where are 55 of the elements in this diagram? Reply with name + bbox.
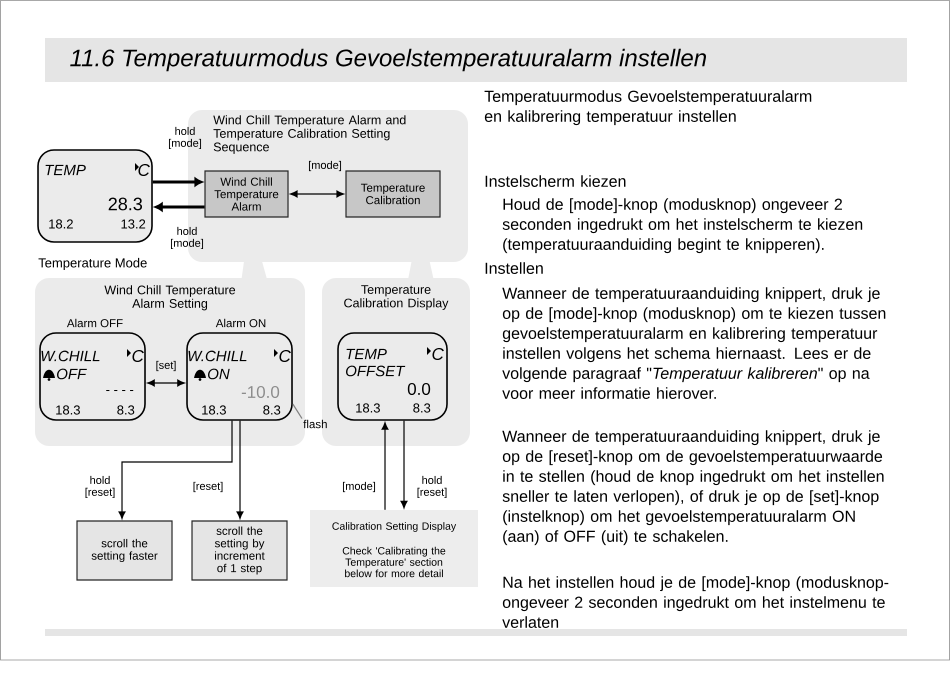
- arrow: [400, 420, 408, 508]
- arrow: [236, 420, 244, 519]
- node-label: ON: [208, 368, 230, 380]
- paragraph: Instelscherm kiezen: [486, 175, 626, 187]
- process-box: scroll the setting faster: [76, 520, 173, 581]
- edge-label: hold [mode]: [168, 126, 202, 150]
- arrow: [147, 380, 185, 386]
- node-label: 13.2: [121, 219, 146, 229]
- node-label: C: [138, 164, 150, 176]
- process-box: Wind Chill Temperature Alarm: [204, 170, 289, 218]
- paragraph: Wanneer de temperatuuraanduiding knippert, druk je op de [reset]-knop om de gevoelstemperatuurwaarde in te stellen (houd de knop ingedrukt om het instellen sneller te laten verlopen), of druk je op de [set]-knop (instelknop) om het gevoelstemperatuuralarm ON (aan) of OFF (uit) te schakelen.: [502, 430, 884, 546]
- node-label: 18.3: [56, 405, 80, 415]
- paragraph: Temperatuurmodus Gevoelstemperatuuralarm en kalibrering temperatuur instellen: [484, 90, 812, 126]
- node-label: 18.3: [202, 405, 226, 415]
- node-label: C: [132, 350, 144, 362]
- edge-label: [mode]: [342, 482, 376, 492]
- node-label: 8.3: [263, 405, 280, 415]
- arrow: [154, 202, 204, 212]
- lcd-screen: W.CHILL C OFF - - - - 18.3 8.3: [39, 332, 146, 421]
- edge-label: hold [reset]: [418, 476, 446, 498]
- arrow: [290, 190, 344, 198]
- process-box: Temperature Calibration: [345, 170, 441, 218]
- arrow: [152, 178, 202, 186]
- lcd-screen: W.CHILL C ON -10.0 18.3 8.3: [186, 332, 293, 421]
- paragraph: Houd de [mode]-knop (modusknop) ongeveer 2 seconden ingedrukt om het instelscherm te kiezen (temperatuuraanduiding begint te knipperen).: [502, 198, 862, 254]
- leader-line: [292, 404, 303, 419]
- edge-label: hold [reset]: [86, 476, 114, 498]
- paragraph: Instellen: [486, 262, 543, 274]
- node-label: 8.3: [117, 405, 134, 415]
- edge-label: [set]: [156, 360, 176, 372]
- node-label: W.CHILL: [42, 350, 100, 362]
- edge-label: hold [mode]: [170, 226, 204, 250]
- node-label: 18.2: [49, 219, 73, 229]
- edge-label: [mode]: [308, 160, 342, 172]
- paragraph: Wanneer de temperatuuraanduiding knippert, druk je op de [mode]-knop (modusknop) om te kiezen tussen gevoelstemperatuuralarm en kalibrering temperatuur instellen volgens het schema hiernaast. Lees er de volgende paragraaf "Temperatuur kalibreren" op na voor meer informatie hierover.: [502, 287, 886, 399]
- process-box: scroll the setting by increment of 1 step: [191, 520, 288, 581]
- arrow: [382, 422, 388, 510]
- edge-label: [reset]: [194, 482, 222, 492]
- node-label: - - - -: [106, 390, 134, 392]
- node-label: W.CHILL: [188, 350, 246, 362]
- node-label: C: [279, 350, 291, 362]
- flash-label: flash: [303, 420, 327, 428]
- node-label: OFF: [57, 368, 87, 380]
- display-label: Alarm OFF: [66, 318, 123, 328]
- node-label: 28.3: [108, 198, 142, 210]
- node-label: -10.0: [242, 386, 280, 398]
- lcd-screen: TEMP C 28.3 18.2 13.2: [37, 149, 153, 243]
- display-label: Temperature Mode: [38, 258, 147, 270]
- lcd-screen: TEMP C OFFSET 0.0 18.3 8.3: [337, 332, 448, 421]
- paragraph: Na het instellen houd je de [mode]-knop (modusknop- ongeveer 2 seconden ingedrukt om het instelmenu te verlaten: [502, 576, 888, 628]
- note-box: Calibration Setting Display Check 'Calibrating the Temperature' section below for more detail: [310, 510, 478, 587]
- display-label: Alarm ON: [216, 318, 266, 328]
- node-label: TEMP: [46, 164, 86, 176]
- arrow: [118, 420, 233, 519]
- title-band: 11.6 Temperatuurmodus Gevoelstemperatuuralarm instellen: [45, 38, 907, 82]
